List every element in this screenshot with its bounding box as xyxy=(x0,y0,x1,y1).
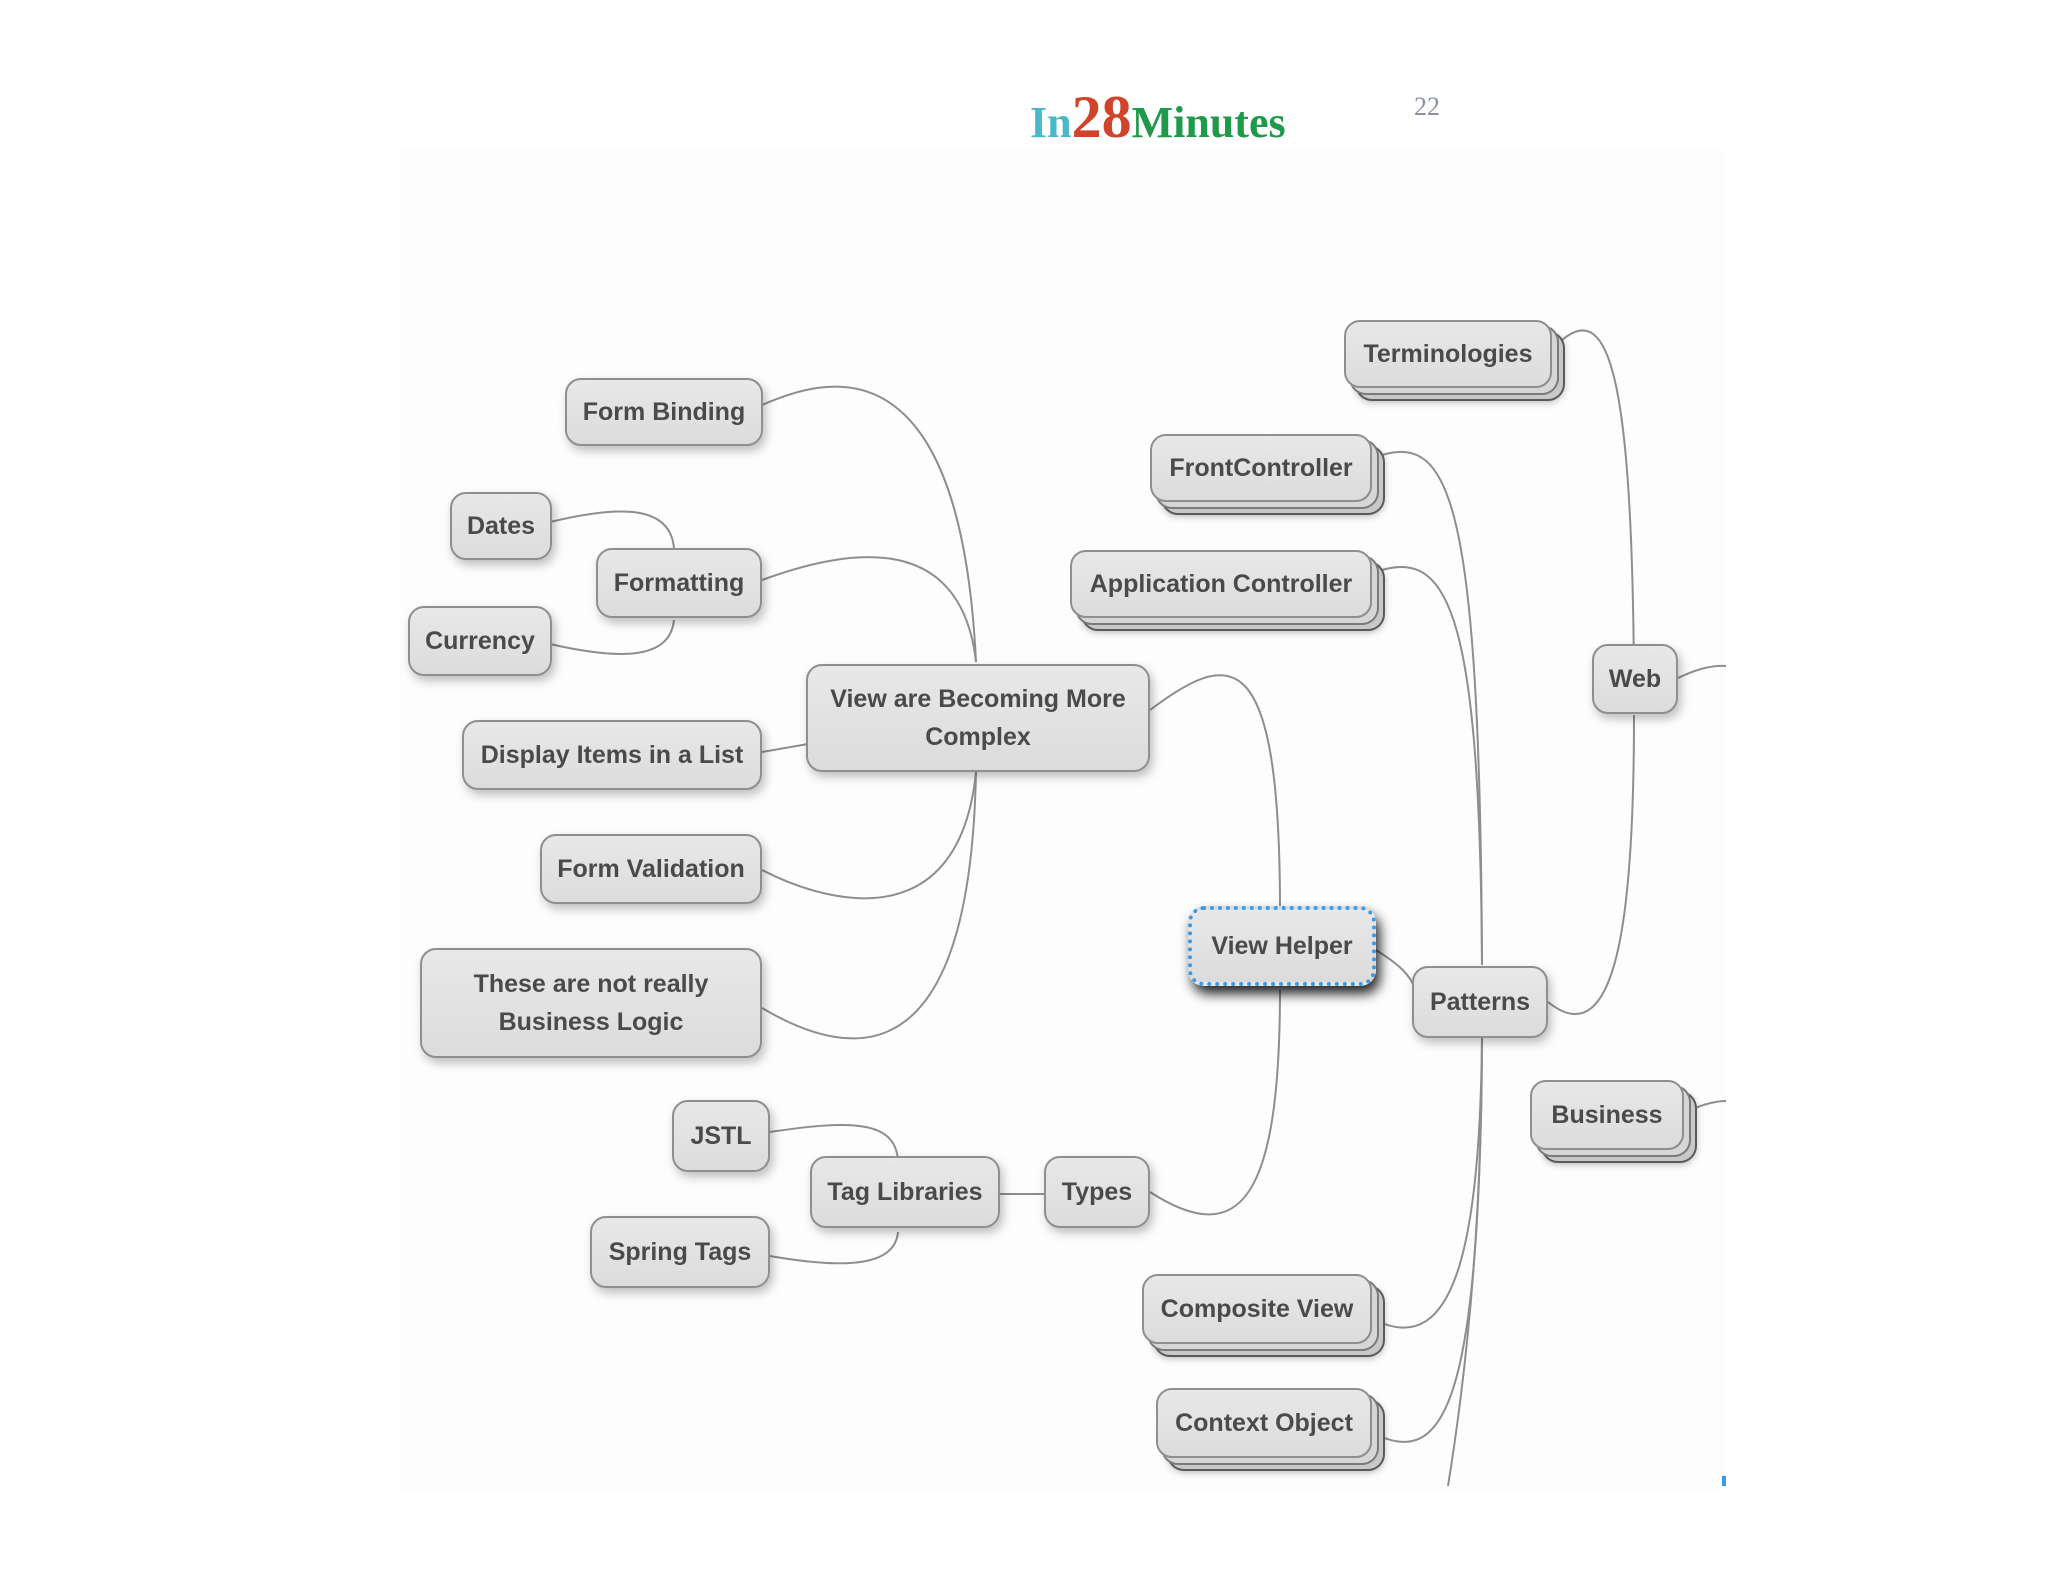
page-number: 22 xyxy=(1414,92,1440,121)
node-formatting-label: Formatting xyxy=(613,569,745,597)
node-terminologies-label: Terminologies xyxy=(1363,340,1533,368)
node-form-validation[interactable]: Form Validation xyxy=(540,834,762,904)
selection-marker xyxy=(1722,1476,1726,1486)
node-types-label: Types xyxy=(1061,1178,1133,1206)
node-patterns[interactable]: Patterns xyxy=(1412,966,1548,1038)
node-jstl-label: JSTL xyxy=(690,1122,752,1150)
node-application-controller-label: Application Controller xyxy=(1089,570,1353,598)
node-front-controller[interactable]: FrontController xyxy=(1150,434,1372,502)
logo-28: 28 xyxy=(1071,84,1132,150)
edge-context-object xyxy=(1381,1037,1483,1443)
node-display-items-label: Display Items in a List xyxy=(480,741,744,769)
node-not-business-logic-label: These are not really Business Logic xyxy=(473,970,709,1036)
node-jstl[interactable]: JSTL xyxy=(672,1100,770,1172)
node-views-complex[interactable]: View are Becoming More Complex xyxy=(806,664,1150,772)
edge-business-right xyxy=(1689,1100,1727,1111)
node-business[interactable]: Business xyxy=(1530,1080,1684,1150)
node-terminologies[interactable]: Terminologies xyxy=(1344,320,1552,388)
node-spring-tags-label: Spring Tags xyxy=(608,1238,752,1266)
node-views-complex-label: View are Becoming More Complex xyxy=(830,685,1126,751)
edge-jstl xyxy=(769,1124,899,1161)
node-spring-tags[interactable]: Spring Tags xyxy=(590,1216,770,1288)
node-web-label: Web xyxy=(1608,665,1662,693)
logo-minutes: Minutes xyxy=(1131,98,1286,147)
edge-form-binding xyxy=(761,385,977,663)
node-formatting[interactable]: Formatting xyxy=(596,548,762,618)
node-view-helper[interactable]: View Helper xyxy=(1188,906,1376,986)
node-composite-view[interactable]: Composite View xyxy=(1142,1274,1372,1344)
edge-front-controller xyxy=(1381,450,1483,966)
node-tag-libraries-label: Tag Libraries xyxy=(827,1178,983,1206)
edge-application-controller xyxy=(1381,565,1483,966)
node-context-object-label: Context Object xyxy=(1175,1409,1353,1437)
node-front-controller-label: FrontController xyxy=(1169,454,1353,482)
edge-composite-view xyxy=(1381,1037,1483,1329)
node-dates[interactable]: Dates xyxy=(450,492,552,560)
in28minutes-logo: In28Minutes xyxy=(1030,82,1286,158)
node-types[interactable]: Types xyxy=(1044,1156,1150,1228)
logo-in: In xyxy=(1030,98,1072,147)
edge-web-right xyxy=(1677,664,1727,679)
node-context-object[interactable]: Context Object xyxy=(1156,1388,1372,1458)
edge-views-complex xyxy=(1149,674,1281,911)
node-business-label: Business xyxy=(1551,1101,1663,1129)
edge-currency xyxy=(549,619,675,655)
node-display-items[interactable]: Display Items in a List xyxy=(462,720,762,790)
node-composite-view-label: Composite View xyxy=(1160,1295,1354,1323)
edge-spring-tags xyxy=(769,1231,899,1265)
edge-types xyxy=(1149,989,1281,1216)
node-form-binding[interactable]: Form Binding xyxy=(565,378,763,446)
edge-patterns-web xyxy=(1547,714,1635,1016)
node-application-controller[interactable]: Application Controller xyxy=(1070,550,1372,618)
node-currency[interactable]: Currency xyxy=(408,606,552,676)
edge-formatting xyxy=(761,556,977,663)
node-dates-label: Dates xyxy=(466,512,536,540)
node-currency-label: Currency xyxy=(425,627,535,655)
edge-view-helper xyxy=(1375,949,1417,991)
edge-display-items xyxy=(761,743,809,753)
node-form-validation-label: Form Validation xyxy=(557,855,745,883)
node-patterns-label: Patterns xyxy=(1429,988,1531,1016)
node-tag-libraries[interactable]: Tag Libraries xyxy=(810,1156,1000,1228)
node-view-helper-label: View Helper xyxy=(1211,932,1353,960)
edge-patterns-down xyxy=(1447,1037,1483,1487)
node-form-binding-label: Form Binding xyxy=(582,398,746,426)
node-web[interactable]: Web xyxy=(1592,644,1678,714)
edge-dates xyxy=(549,510,675,549)
edge-not-business-logic xyxy=(761,771,977,1040)
edge-terminologies xyxy=(1561,329,1635,679)
node-not-business-logic[interactable]: These are not really Business Logic xyxy=(420,948,762,1058)
edge-form-validation xyxy=(761,771,977,900)
